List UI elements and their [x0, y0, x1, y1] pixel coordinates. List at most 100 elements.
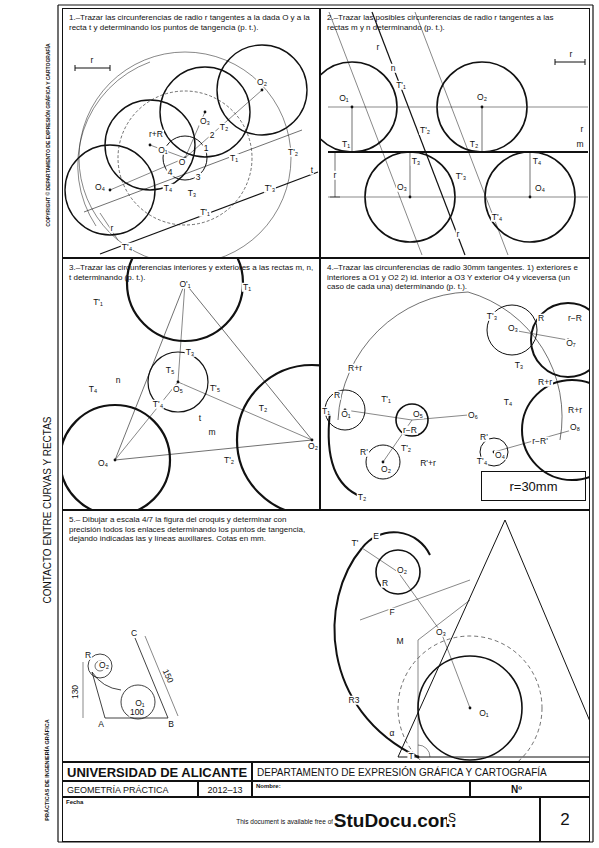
exercise-panel: 2.–Trazar las posibles circunferencias d… — [320, 8, 590, 258]
point-label: O₈ — [569, 423, 581, 432]
point-label: r — [110, 224, 115, 233]
construction-line — [178, 283, 185, 382]
construction-line — [330, 152, 340, 153]
center-point — [529, 196, 532, 199]
point-label: T'₄ — [152, 400, 164, 409]
point-label: T₄ — [88, 385, 99, 394]
exercise-figure — [320, 12, 588, 255]
point-label: T'₂ — [419, 126, 431, 135]
circle-stroke — [148, 352, 208, 412]
title-block-text: Nombre: — [256, 783, 356, 790]
construction-line — [585, 59, 586, 65]
point-label: T'₁ — [380, 395, 392, 404]
point-label: T₄ — [503, 398, 514, 407]
construction-line — [482, 107, 483, 152]
arc-stroke — [92, 672, 121, 690]
point-label: O₂ — [307, 442, 319, 451]
construction-line — [555, 62, 585, 63]
construction-line — [58, 4, 593, 5]
construction-line — [75, 65, 76, 71]
title-block-text: 2 — [541, 810, 589, 830]
center-point — [382, 461, 385, 464]
point-label: R+r — [537, 378, 553, 387]
center-point — [114, 459, 117, 462]
construction-line — [83, 662, 84, 718]
point-label: O₂ — [476, 93, 488, 102]
point-label: T'₄ — [121, 243, 133, 252]
center-point — [481, 106, 484, 109]
center-point — [469, 707, 472, 710]
point-label: A — [97, 720, 105, 729]
point-label: R' — [479, 433, 489, 442]
point-label: r — [456, 230, 461, 239]
point-label: O₂ — [256, 78, 268, 87]
point-label: T₂ — [469, 140, 480, 149]
point-label: T'₁ — [92, 298, 104, 307]
construction-line — [105, 718, 168, 719]
point-label: T₃ — [185, 348, 196, 357]
point-label: O₃ — [435, 628, 447, 637]
construction-line — [398, 520, 505, 757]
title-block-cell: UNIVERSIDAD DE ALICANTE — [62, 762, 252, 781]
point-label: T'₃ — [455, 172, 467, 181]
point-label: t — [310, 166, 314, 175]
point-label: R+r — [567, 406, 583, 415]
point-label: R3 — [348, 696, 361, 705]
construction-line — [110, 65, 111, 71]
point-label: O₄ — [534, 184, 546, 193]
point-label: R' — [359, 448, 369, 457]
exercise-statement: r=30mm — [482, 479, 585, 495]
construction-line — [84, 130, 302, 212]
point-label: T — [407, 752, 414, 761]
exercise-statement: 1.–Trazar las circunferencias de radio r… — [69, 13, 319, 32]
construction-line — [345, 410, 412, 420]
point-label: T'₂ — [223, 456, 235, 465]
point-label: O — [178, 158, 187, 167]
title-block-text: 2012–13 — [199, 785, 251, 796]
construction-line — [329, 12, 422, 255]
center-point — [204, 111, 207, 114]
point-label: T'₁ — [199, 208, 211, 217]
point-label: O₅ — [412, 410, 424, 419]
exercise-panel: 5.– Dibujar a escala 4/7 la figura del c… — [62, 510, 590, 762]
point-label: T'₂ — [287, 148, 299, 157]
construction-line — [362, 548, 398, 572]
point-label: O₃ — [199, 117, 211, 126]
construction-line — [100, 213, 118, 240]
construction-line — [115, 440, 312, 460]
exercise-statement: 2.–Trazar las posibles circunferencias d… — [327, 13, 575, 32]
construction-line — [328, 197, 588, 198]
point-label: O₄ — [494, 451, 506, 460]
exercise-figure — [325, 292, 590, 497]
title-block-text: DEPARTAMENTO DE EXPRESIÓN GRÁFICA Y CART… — [257, 767, 587, 779]
construction-line — [360, 580, 470, 620]
point-label: O'₁ — [178, 280, 191, 289]
point-label: T'₄ — [491, 213, 503, 222]
point-label: T₂ — [258, 404, 269, 413]
point-label: O₁ — [157, 146, 168, 155]
title-block-text: GEOMETRÍA PRÁCTICA — [67, 785, 195, 796]
point-label: E — [372, 532, 380, 541]
construction-line — [494, 430, 572, 452]
point-label: T'₄ — [476, 457, 488, 466]
point-label: T₁ — [229, 154, 239, 163]
title-block-cell: Nº — [470, 781, 590, 797]
watermark: StuDocu.com — [333, 811, 457, 830]
point-label: n — [390, 64, 397, 73]
construction-line — [441, 632, 470, 708]
point-label: r — [569, 50, 574, 59]
margin-title: COPYRIGHT © DEPARTAMENTO DE EXPRESIÓN GR… — [46, 42, 51, 227]
circle-stroke — [366, 445, 400, 479]
arc-stroke — [418, 745, 430, 757]
point-label: m — [575, 140, 584, 149]
point-label: r — [90, 56, 95, 65]
point-label: T'₅ — [209, 384, 221, 393]
point-label: O₁ — [134, 699, 145, 708]
point-label: R — [537, 314, 545, 323]
point-label: T₅ — [165, 366, 176, 375]
point-label: T₁ — [321, 407, 331, 416]
point-label: 130 — [71, 684, 80, 700]
point-label: O₁ — [338, 94, 349, 103]
point-label: T₄ — [163, 184, 174, 193]
